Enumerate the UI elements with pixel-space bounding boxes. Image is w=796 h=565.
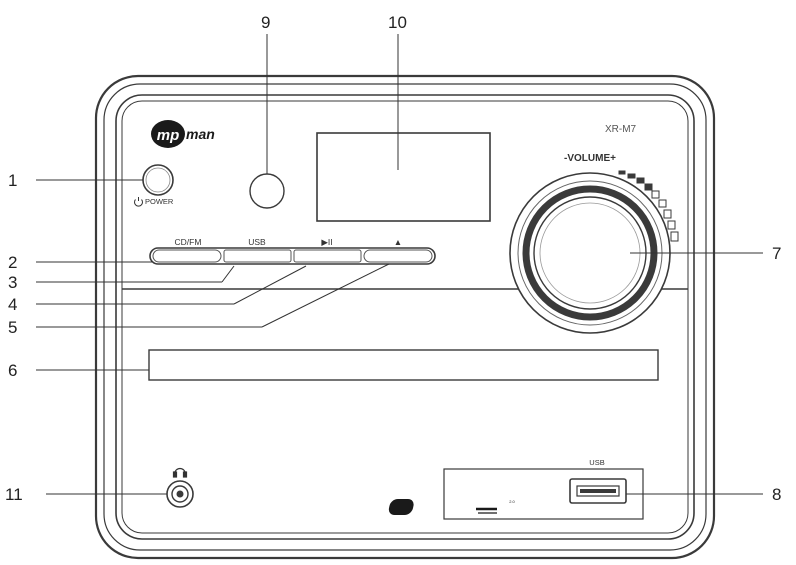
usb-port-label: USB (589, 458, 604, 467)
power-label: POWER (145, 197, 174, 206)
volume-label: -VOLUME+ (564, 153, 616, 164)
brand-logo: mp man (151, 120, 215, 148)
headphone-jack[interactable] (166, 480, 194, 508)
play-pause-button[interactable] (293, 249, 362, 263)
usb-logo-version: 2.0 (509, 499, 515, 504)
callout-4: 4 (8, 295, 17, 314)
callout-8: 8 (772, 485, 781, 504)
callout-11: 11 (5, 485, 23, 504)
logo-word: man (186, 126, 215, 142)
headphone-icon (172, 467, 188, 478)
callout-2: 2 (8, 253, 17, 272)
callout-9: 9 (261, 13, 270, 32)
volume-level-indicators (618, 170, 679, 242)
usb-button[interactable] (223, 249, 292, 263)
eject-button[interactable] (363, 249, 433, 263)
power-icon (134, 197, 143, 207)
callouts: 1 2 3 4 5 6 7 8 9 10 11 (5, 13, 781, 504)
callout-1: 1 (8, 171, 17, 190)
callout-3: 3 (8, 273, 17, 292)
logo-mark: mp (157, 127, 180, 144)
cdfm-button-label: CD/FM (175, 237, 202, 247)
cdfm-button[interactable] (152, 249, 222, 263)
callout-7: 7 (772, 244, 781, 263)
leader-lines (36, 34, 763, 495)
usb-logo-text: USB (497, 503, 520, 515)
usb-port[interactable] (569, 478, 627, 504)
callout-6: 6 (8, 361, 17, 380)
model-name: XR-M7 (605, 124, 637, 135)
cd-slot (148, 349, 659, 381)
casing (94, 74, 716, 560)
ir-sensor (249, 173, 285, 209)
display-window (316, 132, 491, 222)
play-pause-button-label: ▶II (321, 237, 332, 247)
eject-button-label: ▲ (394, 237, 402, 247)
volume-knob[interactable] (509, 172, 671, 334)
callout-10: 10 (388, 13, 407, 32)
button-strip (149, 247, 436, 265)
usb-logo: USB 2.0 (388, 499, 521, 515)
power-button[interactable] (142, 164, 174, 196)
callout-5: 5 (8, 318, 17, 337)
usb-button-label: USB (248, 237, 266, 247)
